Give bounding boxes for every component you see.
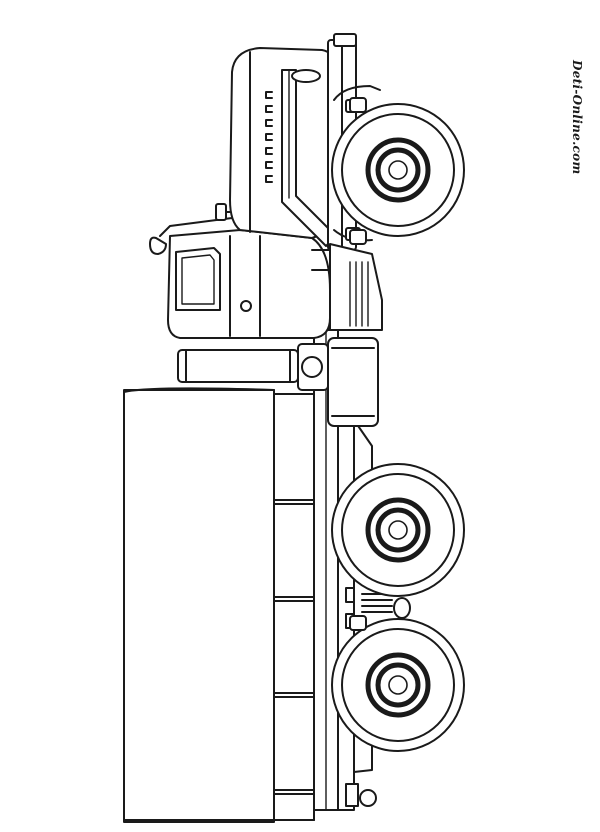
- cargo-body: [123, 387, 315, 823]
- wheel-hub: [388, 675, 408, 695]
- cargo-side-panel: [273, 393, 315, 821]
- battery-box: [327, 337, 379, 427]
- step-box: [177, 349, 299, 383]
- rear-wheel-front: [331, 463, 465, 597]
- truck-cab: [149, 203, 331, 339]
- fuel-cap: [301, 356, 323, 378]
- site-watermark: Deti-Online.com: [570, 60, 584, 175]
- tow-hitch: [359, 789, 377, 807]
- wheel-hub: [388, 160, 408, 180]
- cargo-cover: [123, 389, 275, 823]
- air-tank: [329, 243, 383, 331]
- door-handle: [240, 300, 252, 312]
- front-wheel: [331, 97, 465, 245]
- roof-light: [149, 236, 167, 255]
- wheel-hub: [388, 520, 408, 540]
- grille: [265, 91, 273, 183]
- side-mirror: [215, 203, 227, 221]
- fuel-tank: [177, 337, 379, 427]
- rear-wheel-back: [331, 615, 465, 752]
- cab-window: [175, 247, 221, 311]
